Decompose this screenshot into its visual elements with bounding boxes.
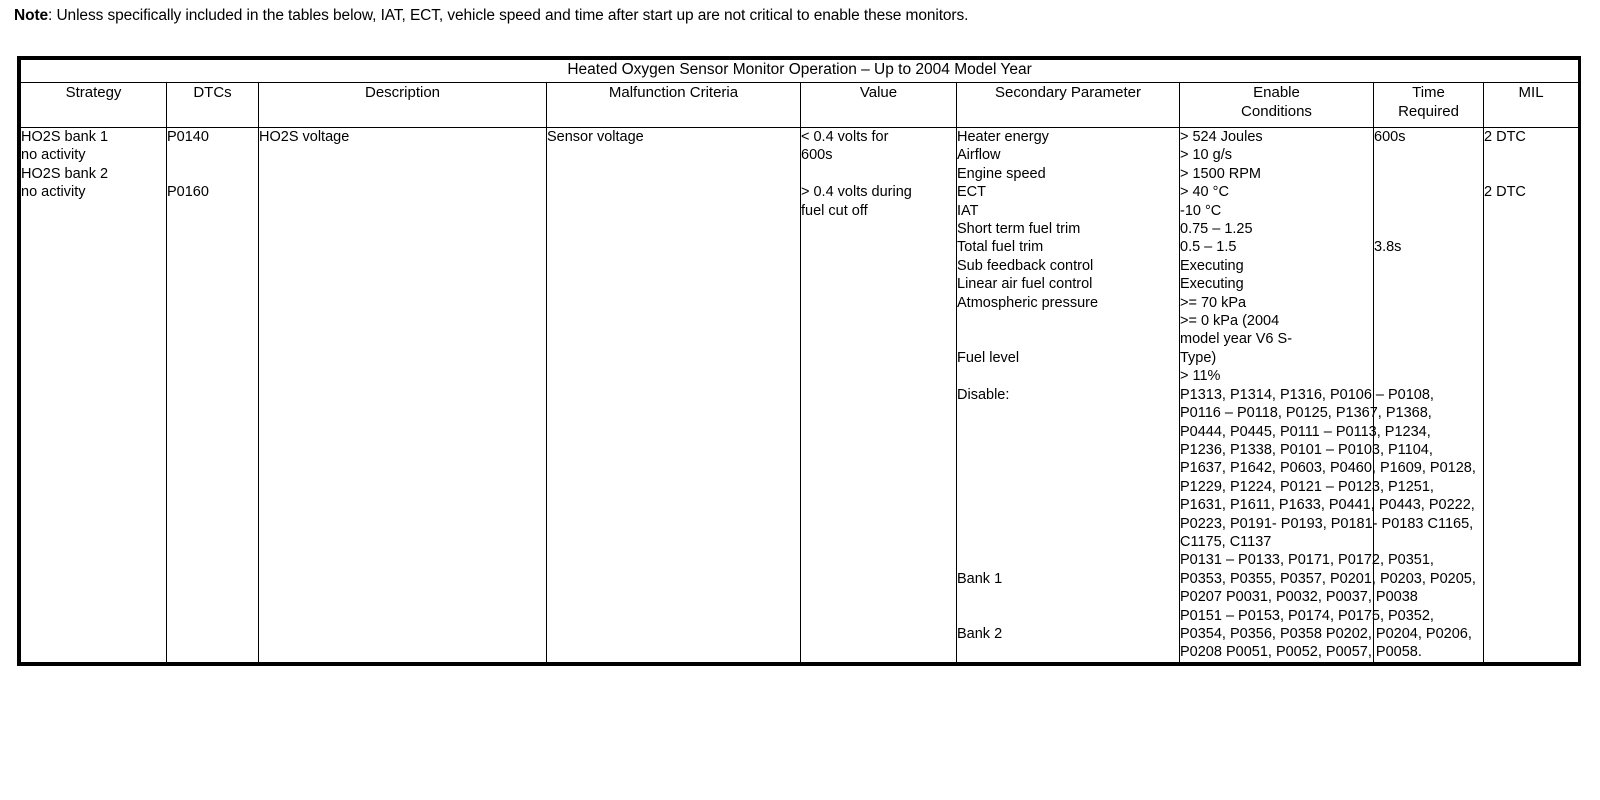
column-header-strategy: Strategy [20, 82, 167, 128]
cell-enable-conditions: > 524 Joules > 10 g/s > 1500 RPM > 40 °C… [1179, 127, 1476, 663]
spacer-disable-block-8 [957, 533, 1179, 551]
column-header-enable-conditions: Enable Conditions [1179, 82, 1374, 128]
enable-conditions-values: > 524 Joules > 10 g/s > 1500 RPM > 40 °C… [1180, 129, 1293, 385]
spacer-disable-block-2 [957, 422, 1179, 440]
spacer-disable-block-5 [957, 478, 1179, 496]
enable-conditions-disable-list: P1313, P1314, P1316, P0106 – P0108, P011… [1180, 386, 1476, 550]
column-header-malfunction-criteria: Malfunction Criteria [546, 82, 801, 128]
cell-time-required: 600s 3.8s [1373, 127, 1484, 663]
column-header-dtcs: DTCs [166, 82, 259, 128]
cell-malfunction-criteria: Sensor voltage [546, 127, 801, 663]
monitor-operation-table: Heated Oxygen Sensor Monitor Operation –… [17, 56, 1581, 666]
column-header-value: Value [800, 82, 957, 128]
enable-conditions-bank1-list: P0131 – P0133, P0171, P0172, P0351, P035… [1180, 552, 1476, 606]
table-header-row: Strategy DTCs Description Malfunction Cr… [20, 82, 1580, 128]
spacer-disable-block-7 [957, 514, 1179, 532]
spacer-disable-block [957, 404, 1179, 422]
cell-value: < 0.4 volts for 600s > 0.4 volts during … [800, 127, 957, 663]
note-line: Note: Unless specifically included in th… [14, 6, 968, 26]
table-title-row: Heated Oxygen Sensor Monitor Operation –… [19, 59, 1580, 83]
column-header-secondary-parameter: Secondary Parameter [956, 82, 1180, 128]
cell-description: HO2S voltage [258, 127, 547, 663]
cell-dtcs: P0140 P0160 [166, 127, 259, 663]
note-prefix: Note [14, 7, 49, 24]
enable-conditions-bank2-list: P0151 – P0153, P0174, P0175, P0352, P035… [1180, 607, 1472, 661]
cell-mil: 2 DTC 2 DTC [1482, 127, 1580, 663]
column-header-mil: MIL [1482, 82, 1580, 128]
column-header-description: Description [258, 82, 547, 128]
column-header-time-required: Time Required [1373, 82, 1484, 128]
spacer-disable-block-3 [957, 441, 1179, 459]
spacer-disable-block-4 [957, 459, 1179, 477]
cell-secondary-parameter: Heater energy Airflow Engine speed ECT I… [956, 127, 1180, 663]
spacer-disable-block-6 [957, 496, 1179, 514]
note-text: : Unless specifically included in the ta… [48, 7, 969, 24]
secondary-parameter-list: Heater energy Airflow Engine speed ECT I… [957, 129, 1099, 403]
secondary-parameter-banks: Bank 1 Bank 2 [957, 570, 1003, 642]
table-row: HO2S bank 1 no activity HO2S bank 2 no a… [20, 127, 1580, 663]
cell-strategy: HO2S bank 1 no activity HO2S bank 2 no a… [20, 127, 167, 663]
table-title: Heated Oxygen Sensor Monitor Operation –… [19, 59, 1580, 83]
spacer-disable-block-9 [957, 551, 1179, 569]
